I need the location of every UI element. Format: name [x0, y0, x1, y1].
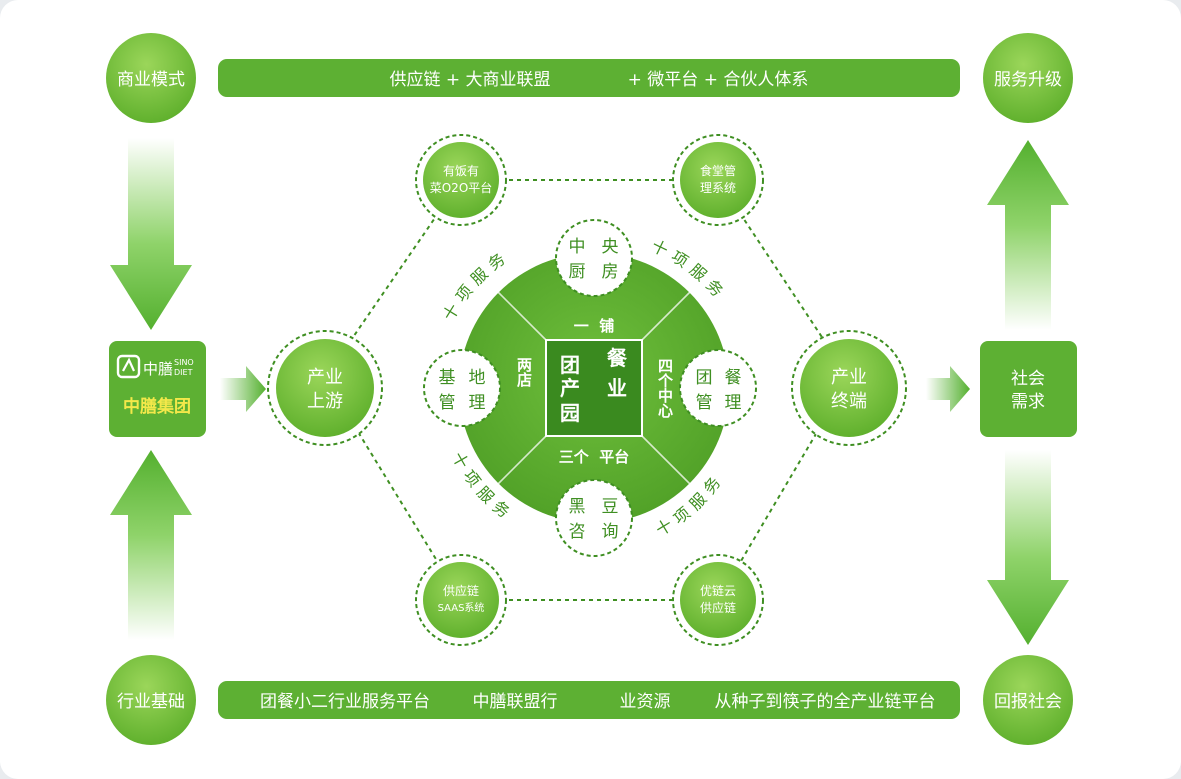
base-char-3: 管 — [439, 393, 456, 413]
base-char-2: 地 — [469, 368, 486, 388]
canteen-line-1: 食堂管 — [700, 163, 736, 178]
kitchen-char-1: 中 — [569, 237, 586, 257]
base-char-1: 基 — [439, 368, 456, 388]
wheel-label-bottom: 三个 平台 — [559, 448, 629, 466]
logo-mark-inner-icon — [122, 357, 136, 372]
corner-circle-business-model — [106, 33, 196, 123]
heidou-char-3: 咨 — [569, 522, 586, 542]
catering-char-2: 餐 — [725, 368, 742, 388]
bottom-banner-text-1: 团餐小二行业服务平台 — [260, 692, 430, 712]
youlianyun-line-1: 优链云 — [700, 583, 736, 598]
center-char-1: 团 — [560, 353, 580, 377]
corner-circle-service-upgrade — [983, 33, 1073, 123]
arrow-right-logo — [220, 366, 266, 412]
logo-brand-cn: 中膳 — [143, 360, 173, 378]
kitchen-char-3: 厨 — [569, 262, 586, 282]
node-base-management: 基 地 管 理 — [423, 349, 501, 427]
top-banner — [218, 59, 960, 97]
wheel-center-square — [545, 339, 643, 437]
top-banner-text-1: 供应链 + 大商业联盟 — [389, 70, 550, 90]
society-demand-line-2: 需求 — [1011, 392, 1045, 412]
node-o2o-platform: 有饭有 菜O2O平台 — [415, 134, 507, 226]
arrow-down-left — [110, 138, 192, 330]
upstream-line-1: 产业 — [307, 367, 343, 388]
heidou-char-2: 豆 — [602, 497, 619, 517]
center-char-2: 餐 — [607, 346, 628, 370]
heidou-char-1: 黑 — [569, 497, 586, 517]
terminal-line-2: 终端 — [831, 391, 867, 412]
node-catering-management: 团 餐 管 理 — [679, 349, 757, 427]
arrow-up-right — [987, 140, 1069, 330]
o2o-line-1: 有饭有 — [443, 164, 479, 178]
base-char-4: 理 — [469, 393, 486, 413]
society-demand-line-1: 社会 — [1011, 369, 1045, 389]
node-central-kitchen: 中 央 厨 房 — [555, 219, 633, 297]
corner-label-business-model: 商业模式 — [117, 70, 185, 90]
node-youlianyun: 优链云 供应链 — [672, 554, 764, 646]
heidou-char-4: 询 — [602, 522, 619, 542]
corner-label-give-back: 回报社会 — [994, 692, 1062, 712]
center-char-4: 业 — [607, 376, 627, 400]
node-saas-system: 供应链 SAAS系统 — [415, 554, 507, 646]
bottom-banner-text-4: 从种子到筷子的全产业链平台 — [715, 692, 936, 712]
corner-circle-give-back — [983, 655, 1073, 745]
corner-circle-industry-base — [106, 655, 196, 745]
terminal-line-1: 产业 — [831, 367, 867, 388]
corner-label-service-upgrade: 服务升级 — [994, 70, 1062, 90]
wheel-spokes — [497, 291, 691, 485]
arrow-down-right — [987, 450, 1069, 645]
catering-char-1: 团 — [696, 368, 713, 388]
logo-brand-en-1: SINO — [174, 358, 194, 367]
upstream-line-2: 上游 — [307, 391, 343, 412]
node-industry-upstream: 产业 上游 — [267, 330, 383, 446]
youlianyun-line-2: 供应链 — [700, 600, 736, 615]
center-char-3: 产 — [560, 376, 580, 400]
wheel-label-right: 四个中心 — [656, 358, 674, 419]
bottom-banner — [218, 681, 960, 719]
arrow-right-terminal — [926, 366, 970, 412]
kitchen-char-4: 房 — [602, 262, 619, 282]
bottom-banner-text-2: 中膳联盟行 — [473, 692, 558, 712]
saas-line-1: 供应链 — [443, 583, 479, 598]
o2o-line-2: 菜O2O平台 — [430, 180, 493, 195]
corner-label-industry-base: 行业基础 — [117, 692, 185, 712]
node-canteen-system: 食堂管 理系统 — [672, 134, 764, 226]
wheel-label-top: 一 铺 — [574, 317, 614, 335]
logo-brand-en-2: DIET — [174, 368, 193, 377]
node-industry-terminal: 产业 终端 — [791, 330, 907, 446]
society-demand-box — [980, 341, 1077, 437]
center-char-5: 园 — [560, 401, 580, 425]
node-heidou-consulting: 黑 豆 咨 询 — [555, 479, 633, 557]
saas-line-2: SAAS系统 — [438, 601, 485, 614]
arrow-up-left — [110, 450, 192, 640]
logo-mark-icon — [116, 354, 141, 379]
kitchen-char-2: 央 — [602, 237, 619, 257]
logo-box — [109, 341, 206, 437]
bottom-banner-text-3: 业资源 — [620, 692, 671, 712]
catering-char-4: 理 — [725, 393, 742, 413]
wheel-label-left: 两店 — [515, 357, 533, 388]
catering-char-3: 管 — [696, 393, 713, 413]
logo-company-name: 中膳集团 — [123, 396, 191, 417]
top-banner-text-2: + 微平台 + 合伙人体系 — [628, 70, 809, 90]
canteen-line-2: 理系统 — [700, 181, 736, 195]
